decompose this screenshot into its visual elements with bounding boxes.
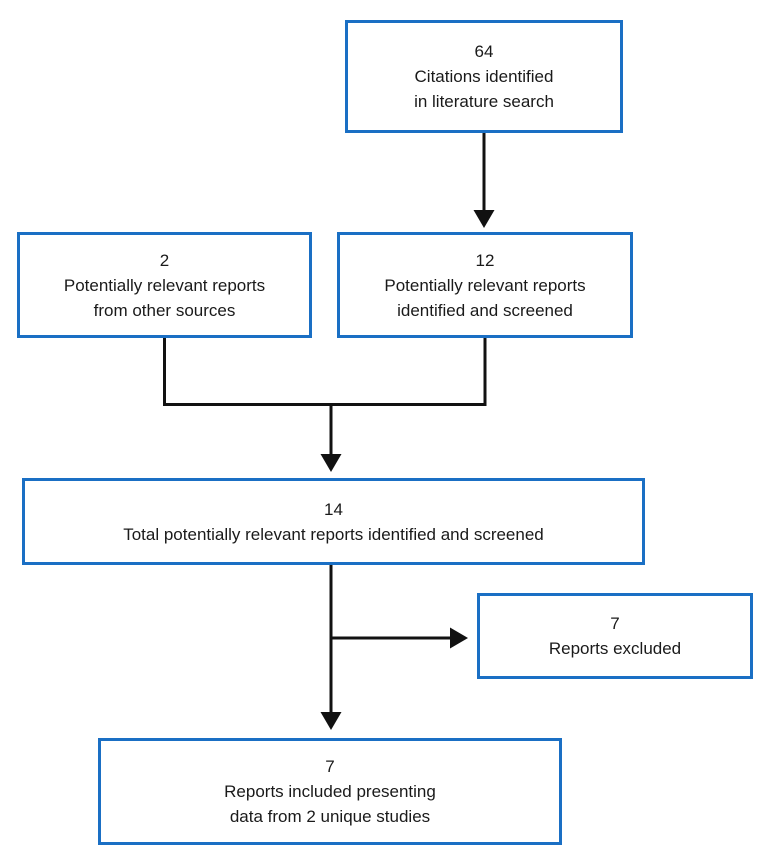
- box-count: 7: [325, 757, 335, 776]
- box-reports-included: 7 Reports included presenting data from …: [98, 738, 562, 845]
- box-label-line: data from 2 unique studies: [229, 807, 431, 826]
- merge-connector-to-total: [163, 338, 487, 472]
- box-label-line: Reports included presenting: [224, 782, 436, 801]
- box-other-sources: 2 Potentially relevant reports from othe…: [17, 232, 312, 338]
- box-count: 7: [610, 614, 620, 633]
- box-identified-screened: 12 Potentially relevant reports identifi…: [337, 232, 633, 338]
- box-label-line: Reports excluded: [548, 639, 682, 658]
- box-reports-excluded: 7 Reports excluded: [477, 593, 753, 679]
- box-count: 14: [324, 499, 343, 519]
- box-label-line: Potentially relevant reports: [384, 275, 586, 295]
- box-count: 12: [475, 250, 495, 270]
- arrow-total-to-included: [320, 565, 342, 730]
- arrow-citations-to-screened: [473, 133, 495, 228]
- box-label-line: from other sources: [93, 300, 236, 320]
- box-label-line: Citations identified: [414, 67, 554, 86]
- box-total-screened: 14 Total potentially relevant reports id…: [22, 478, 645, 565]
- box-label-line: in literature search: [414, 92, 554, 111]
- box-citations-identified: 64 Citations identified in literature se…: [345, 20, 623, 133]
- box-label-line: Total potentially relevant reports ident…: [123, 524, 544, 544]
- box-count: 64: [474, 42, 494, 61]
- box-label-line: identified and screened: [397, 300, 573, 320]
- box-label-line: Potentially relevant reports: [63, 275, 266, 295]
- box-count: 2: [159, 250, 170, 270]
- arrow-total-to-excluded: [331, 627, 468, 649]
